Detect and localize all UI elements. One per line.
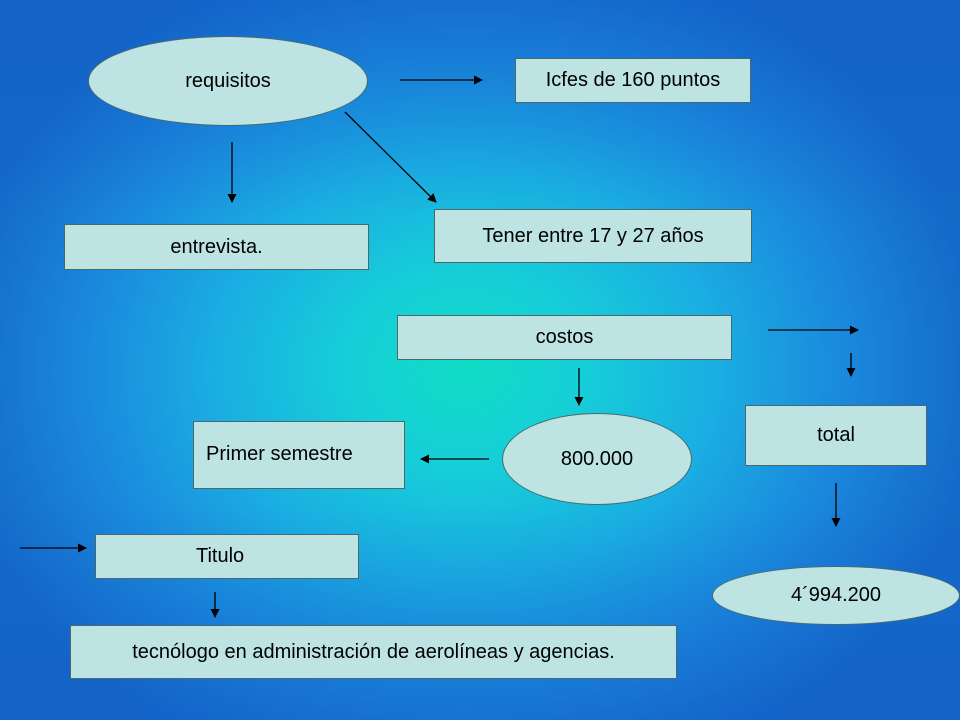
- node-icfes: Icfes de 160 puntos: [515, 58, 751, 103]
- node-costos: costos: [397, 315, 732, 360]
- node-titulo: Titulo: [95, 534, 359, 579]
- node-edad: Tener entre 17 y 27 años: [434, 209, 752, 263]
- node-entrevista: entrevista.: [64, 224, 369, 270]
- arrow-requisitos-to-edad: [344, 111, 437, 203]
- node-titulo-detalle: tecnólogo en administración de aerolínea…: [70, 625, 677, 679]
- node-requisitos: requisitos: [88, 36, 368, 126]
- node-total: total: [745, 405, 927, 466]
- node-valor-total: 4´994.200: [712, 566, 960, 625]
- node-primer-semestre: Primer semestre: [193, 421, 405, 489]
- node-valor-semestre: 800.000: [502, 413, 692, 505]
